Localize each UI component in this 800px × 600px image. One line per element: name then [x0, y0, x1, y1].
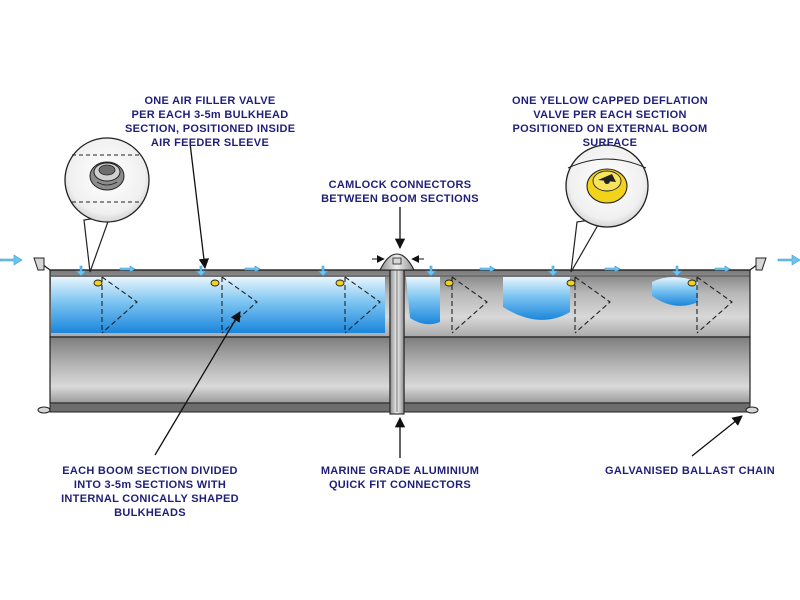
- label-deflation-valve: ONE YELLOW CAPPED DEFLATION VALVE PER EA…: [512, 95, 708, 149]
- label-air-filler-valve: ONE AIR FILLER VALVE PER EACH 3-5m BULKH…: [125, 95, 296, 149]
- water-pocket-1: [406, 277, 440, 325]
- camlock-connector: [372, 253, 424, 415]
- air-filler-valve-callout: [64, 137, 150, 273]
- deflation-valve-callout: [565, 144, 649, 273]
- bulkheads: [101, 276, 733, 334]
- label-ballast-chain: GALVANISED BALLAST CHAIN: [605, 465, 775, 477]
- water-pocket-3: [652, 277, 698, 306]
- water-fill-left: [51, 277, 385, 333]
- label-camlock: CAMLOCK CONNECTORS BETWEEN BOOM SECTIONS: [321, 179, 479, 205]
- end-connectors: [33, 257, 767, 414]
- arrow-boom-section: [154, 311, 241, 456]
- deflation-valves: [93, 279, 697, 287]
- air-flow-arrows: [0, 254, 800, 277]
- label-aluminium-connectors: MARINE GRADE ALUMINIUM QUICK FIT CONNECT…: [320, 465, 480, 491]
- pointer-arrows: [154, 142, 743, 458]
- label-boom-section: EACH BOOM SECTION DIVIDED INTO 3-5m SECT…: [61, 465, 239, 519]
- arrow-air-filler: [189, 142, 210, 270]
- left-boom-section: [41, 263, 391, 413]
- water-pocket-2: [503, 277, 570, 320]
- right-boom-section: [403, 263, 759, 413]
- arrow-ballast-chain: [691, 415, 743, 457]
